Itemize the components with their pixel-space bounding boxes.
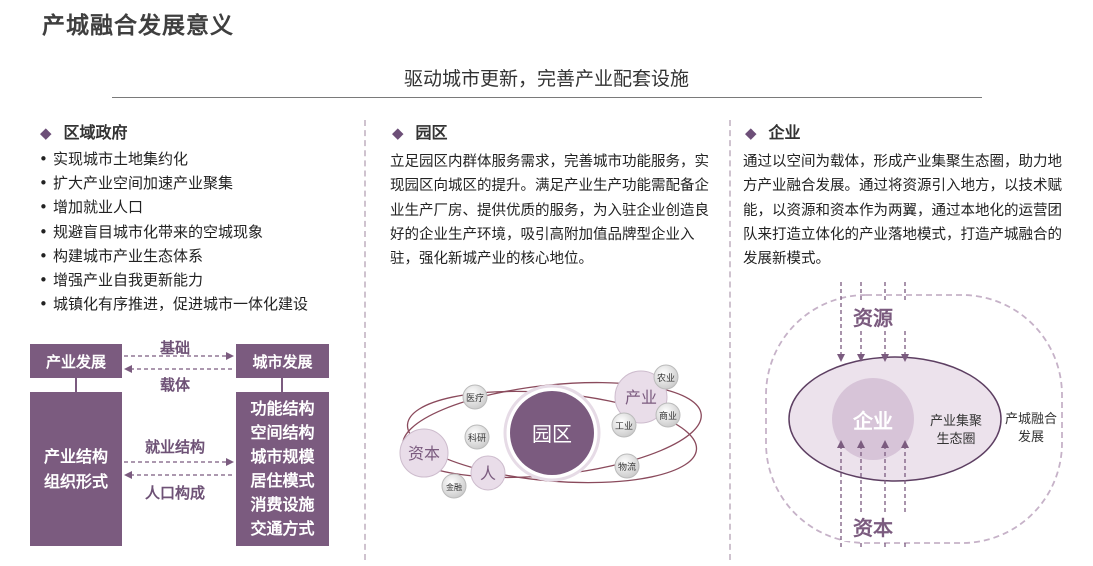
gov-diagram-connectors	[75, 352, 283, 479]
city-development-box: 城市发展	[236, 344, 329, 378]
commerce-bubble-label: 商业	[659, 410, 677, 422]
manufacture-bubble-label: 工业	[615, 421, 633, 432]
section-heading-enterprise-label: 企业	[768, 123, 801, 142]
park-description: 立足园区内群体服务需求，完善城市功能服务，实现园区向城区的提升。满足产业生产功能…	[390, 154, 709, 268]
section-heading-enterprise: ◆ 企业	[745, 119, 801, 143]
section-heading-gov: ◆ 区域政府	[40, 119, 128, 143]
capital-bubble-label: 资本	[408, 444, 440, 463]
arrow-label-employment: 就业结构	[145, 438, 206, 456]
agriculture-bubble-label: 农业	[657, 372, 675, 384]
ecosystem-label-2: 生态圈	[936, 432, 975, 447]
resource-label: 资源	[853, 306, 893, 330]
industry-development-box: 产业发展	[30, 344, 122, 378]
divider-line	[112, 97, 982, 98]
list-item: 扩大产业空间加速产业聚集	[39, 171, 308, 195]
section-heading-park-label: 园区	[415, 123, 448, 142]
capital-label: 资本	[853, 516, 893, 540]
arrow-label-foundation: 基础	[160, 339, 191, 357]
industry-structure-panel: 产业结构 组织形式	[30, 392, 122, 546]
diamond-icon: ◆	[40, 124, 52, 142]
page-subtitle: 驱动城市更新，完善产业配套设施	[403, 68, 689, 90]
city-structure-panel: 功能结构 空间结构 城市规模 居住模式 消费设施 交通方式	[236, 392, 329, 546]
research-bubble-label: 科研	[468, 432, 486, 444]
arrow-label-population: 人口构成	[145, 484, 206, 502]
list-item: 城镇化有序推进，促进城市一体化建设	[39, 292, 308, 316]
list-item: 规避盲目城市化带来的空城现象	[39, 220, 308, 244]
list-item: 增加就业人口	[39, 195, 308, 219]
park-center-label: 园区	[532, 422, 572, 446]
column-separator-1	[364, 120, 366, 560]
integration-label-1: 产城融合	[1005, 412, 1057, 427]
people-bubble-label: 人	[480, 464, 496, 483]
industry-bubble-label: 产业	[625, 388, 657, 407]
park-ecosystem-diagram: 园区 资本 人 产业 医疗 科研 金融 农业 商业 工业 物流	[399, 364, 702, 499]
finance-bubble-label: 金融	[446, 482, 462, 492]
page-title: 产城融合发展意义	[42, 13, 234, 39]
enterprise-ecosystem-diagram: 资源 资本 企业 产业集聚 生态圈 产城融合 发展	[765, 282, 1063, 550]
list-item: 增强产业自我更新能力	[39, 268, 308, 292]
arrow-label-carrier: 载体	[160, 376, 191, 394]
ecosystem-label-1: 产业集聚	[930, 413, 982, 429]
list-item: 实现城市土地集约化	[39, 147, 308, 171]
column-separator-2	[729, 120, 731, 560]
gov-bullet-list: 实现城市土地集约化 扩大产业空间加速产业聚集 增加就业人口 规避盲目城市化带来的…	[39, 147, 308, 317]
enterprise-description: 通过以空间为载体，形成产业集聚生态圈，助力地方产业融合发展。通过将资源引入地方，…	[743, 154, 1062, 268]
enterprise-center-label: 企业	[852, 409, 893, 433]
logistics-bubble-label: 物流	[618, 461, 636, 473]
list-item: 构建城市产业生态体系	[39, 244, 308, 268]
diamond-icon: ◆	[392, 124, 404, 142]
section-heading-gov-label: 区域政府	[63, 123, 128, 142]
integration-label-2: 发展	[1018, 429, 1044, 445]
diamond-icon: ◆	[745, 124, 757, 142]
section-heading-park: ◆ 园区	[392, 119, 448, 143]
medical-bubble-label: 医疗	[466, 392, 484, 404]
